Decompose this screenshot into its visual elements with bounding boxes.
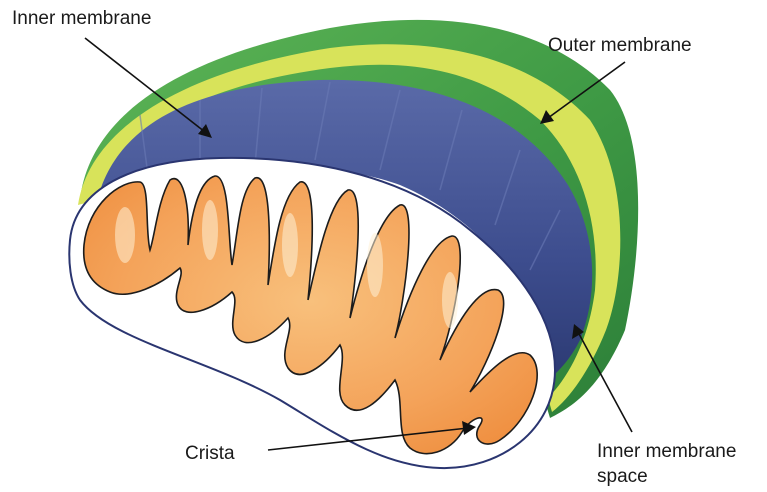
label-crista: Crista [185, 443, 235, 464]
label-inner-membrane-space-line2: space [597, 466, 648, 487]
label-inner-membrane-space-line1: Inner membrane [597, 441, 736, 462]
label-outer-membrane: Outer membrane [548, 35, 692, 56]
label-inner-membrane: Inner membrane [12, 8, 151, 29]
